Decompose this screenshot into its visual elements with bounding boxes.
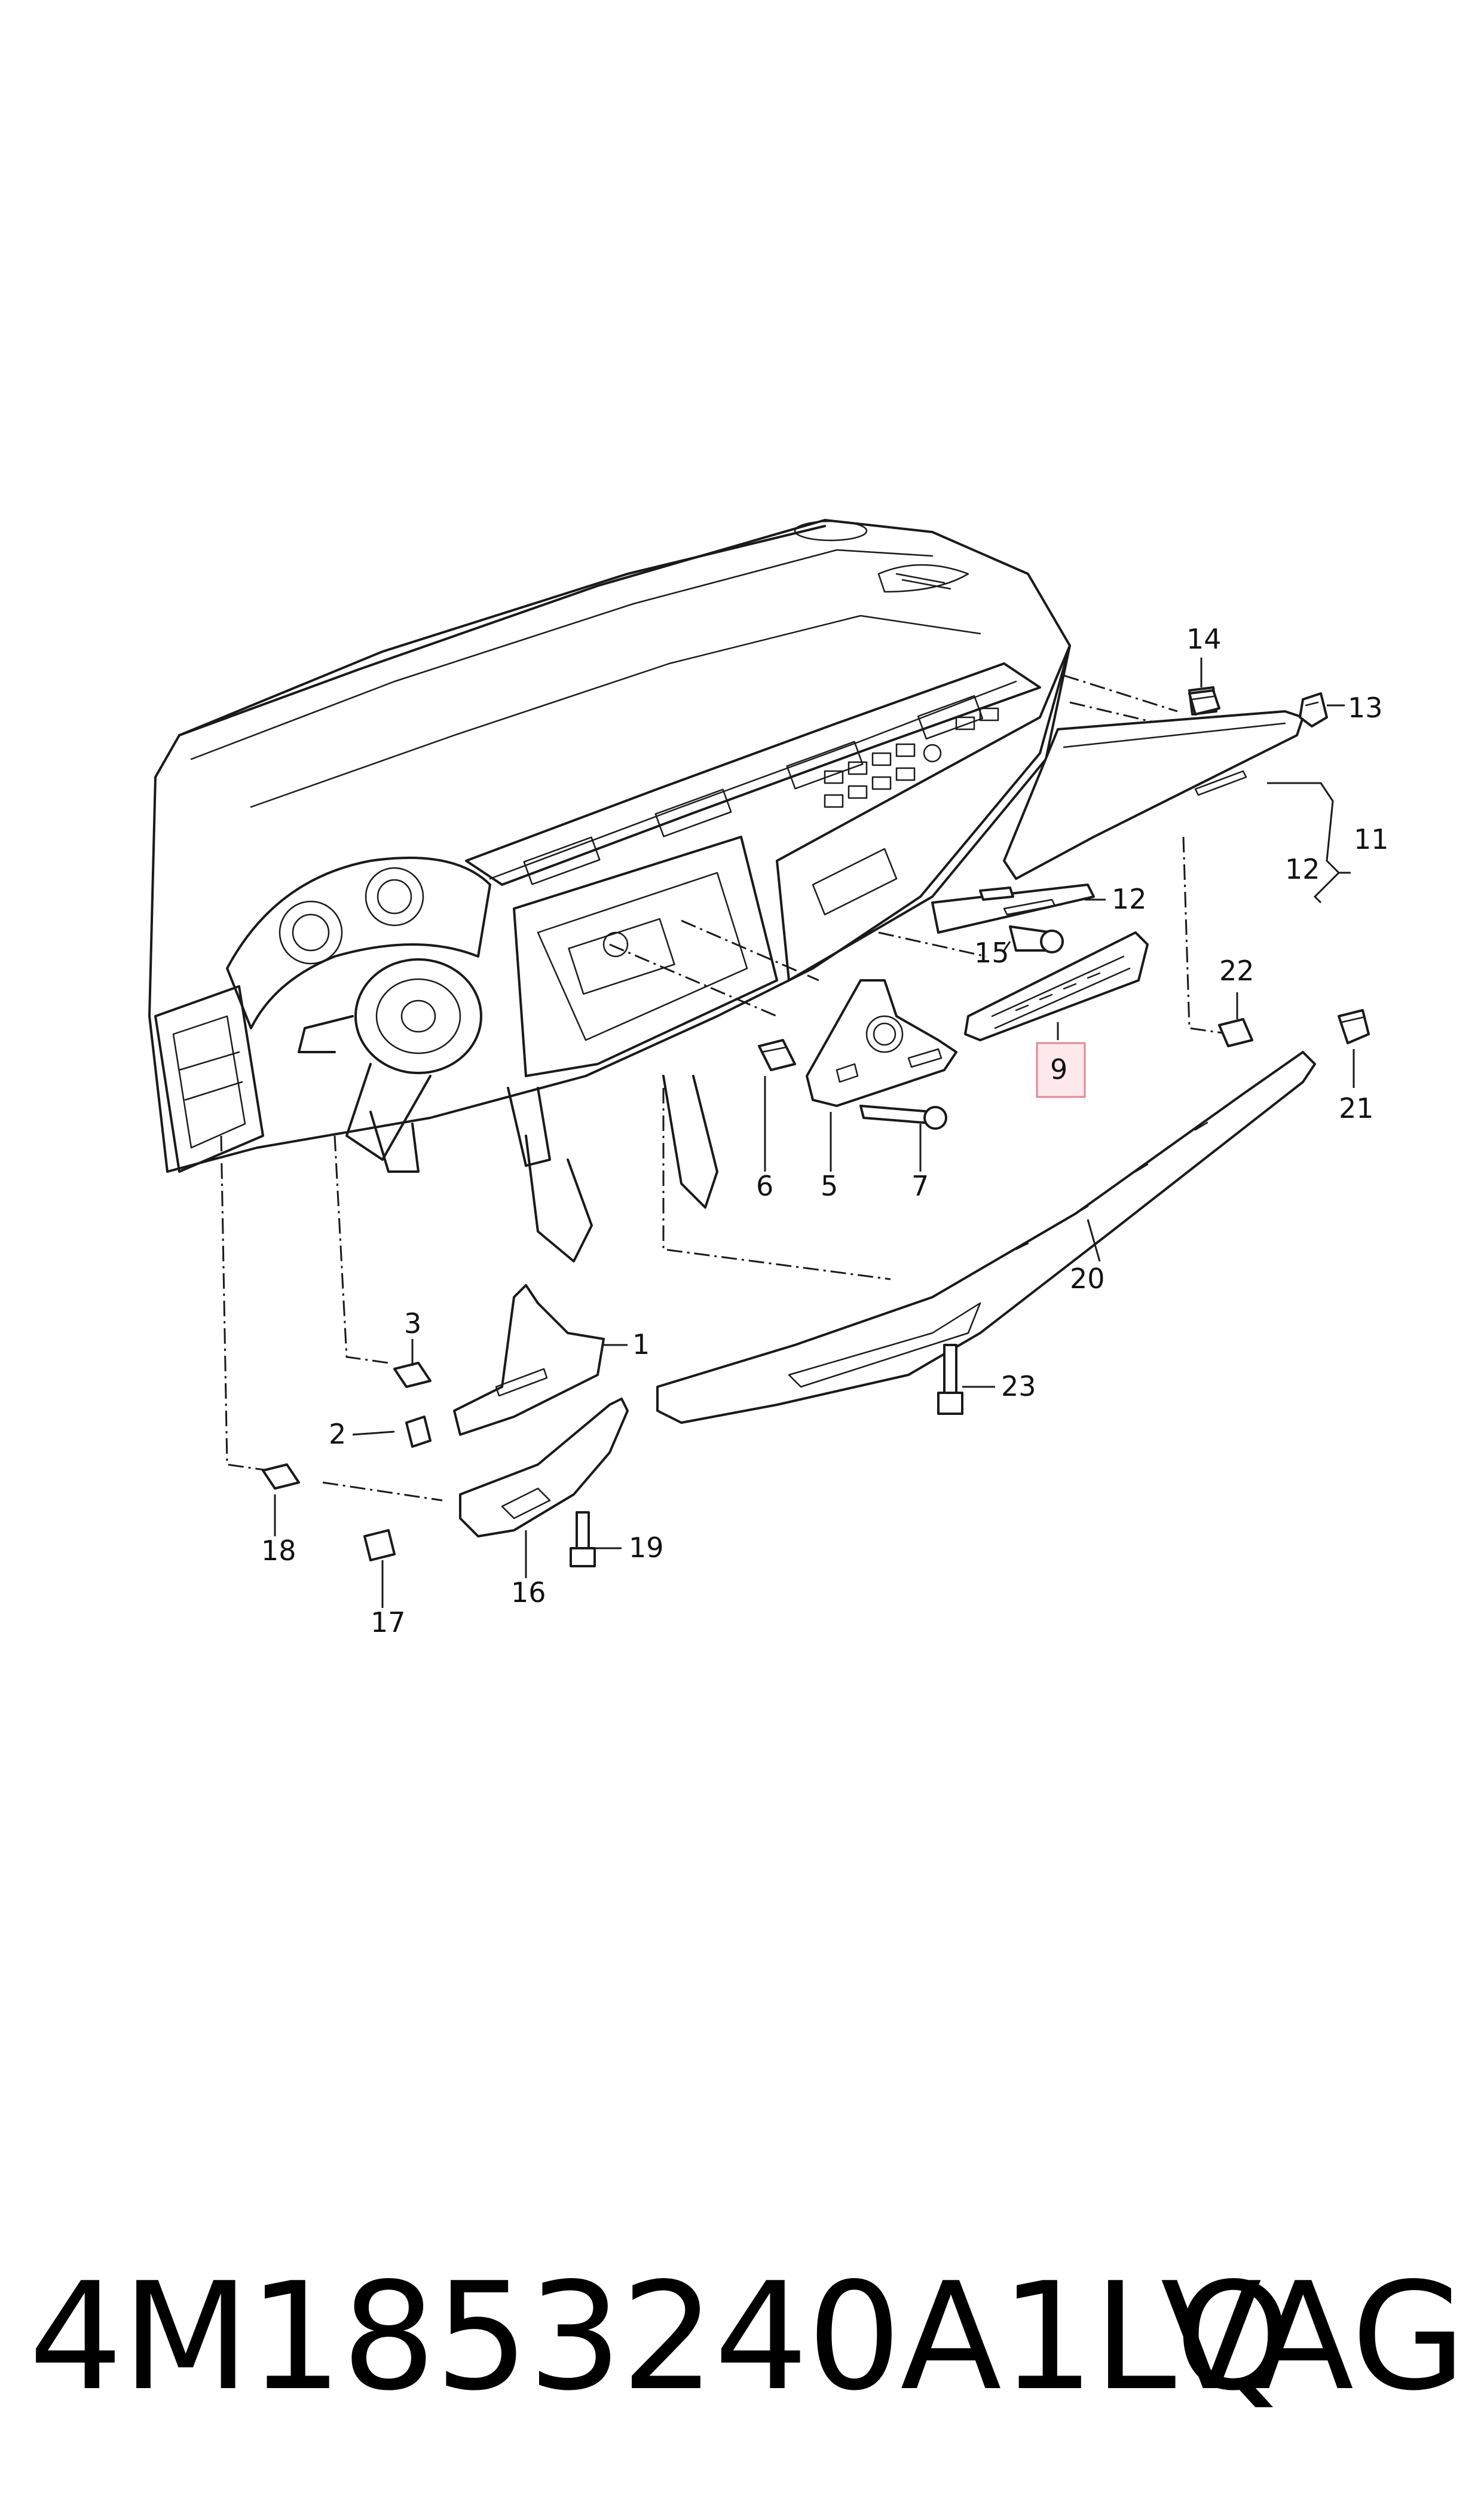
- part-5-center-console-trim: [806, 979, 957, 1107]
- part-20-lower-trim-strip: [656, 1051, 1316, 1424]
- part-18-clip: [262, 1463, 300, 1490]
- part-11-upper-trim-strip: [1003, 686, 1304, 880]
- part-19-screw: [570, 1511, 596, 1567]
- part-12-trim-insert: [931, 884, 1095, 934]
- callout-15: 15: [974, 937, 1009, 969]
- callout-1: 1: [632, 1328, 650, 1361]
- part-13-clip: [1299, 692, 1328, 727]
- part-2-clip: [405, 1416, 432, 1448]
- callout-14: 14: [1186, 623, 1222, 655]
- callout-18: 18: [261, 1534, 296, 1567]
- part-23-screw: [937, 1344, 963, 1415]
- part-22-clip: [1218, 1018, 1253, 1047]
- callout-9: 9: [1050, 1053, 1067, 1086]
- part-21-clip: [1338, 1009, 1370, 1044]
- part-14-clip: [1188, 689, 1220, 716]
- callout-21: 21: [1339, 1092, 1374, 1124]
- part-3-clip: [393, 1362, 432, 1388]
- callout-7: 7: [911, 1170, 929, 1202]
- part-7-screw: [859, 1105, 947, 1130]
- callout-12-right: 12: [1285, 853, 1320, 885]
- part-17-clip: [363, 1529, 396, 1561]
- callout-6: 6: [756, 1170, 773, 1202]
- highlight-box-9: [1036, 1042, 1086, 1098]
- part-16-left-trim-lower: [459, 1398, 629, 1537]
- callout-2: 2: [329, 1418, 346, 1450]
- callout-23: 23: [1001, 1370, 1036, 1402]
- part-6-clip: [758, 1039, 796, 1071]
- exploded-parts-diagram: 1 2 3 5 6 7 9 11 12 12 13 14 15 16 17 18…: [148, 519, 1389, 1638]
- part-15-screw: [1009, 925, 1064, 953]
- callout-20: 20: [1070, 1262, 1105, 1295]
- part-number: 4M1853240A1LQ: [29, 2251, 1292, 2423]
- callout-labels: 1 2 3 5 6 7 9 11 12 12 13 14 15 16 17 18…: [261, 623, 1389, 1638]
- callout-22: 22: [1219, 955, 1254, 987]
- dashboard-assembly: [148, 519, 1071, 1262]
- callout-12-middle: 12: [1112, 883, 1147, 915]
- callout-16: 16: [511, 1576, 546, 1609]
- brand-label: VAG: [1160, 2251, 1466, 2423]
- part-1-left-trim-upper: [453, 1284, 605, 1436]
- leader-lines: [274, 658, 1355, 1608]
- callout-13: 13: [1348, 692, 1383, 724]
- callout-3: 3: [404, 1307, 421, 1340]
- callout-19: 19: [629, 1531, 664, 1564]
- part-footer: 4M1853240A1LQ VAG: [0, 2248, 1484, 2427]
- callout-11: 11: [1354, 823, 1389, 855]
- callout-5: 5: [821, 1170, 838, 1202]
- callout-17: 17: [371, 1606, 406, 1638]
- part-9-center-trim-panel: [964, 931, 1149, 1041]
